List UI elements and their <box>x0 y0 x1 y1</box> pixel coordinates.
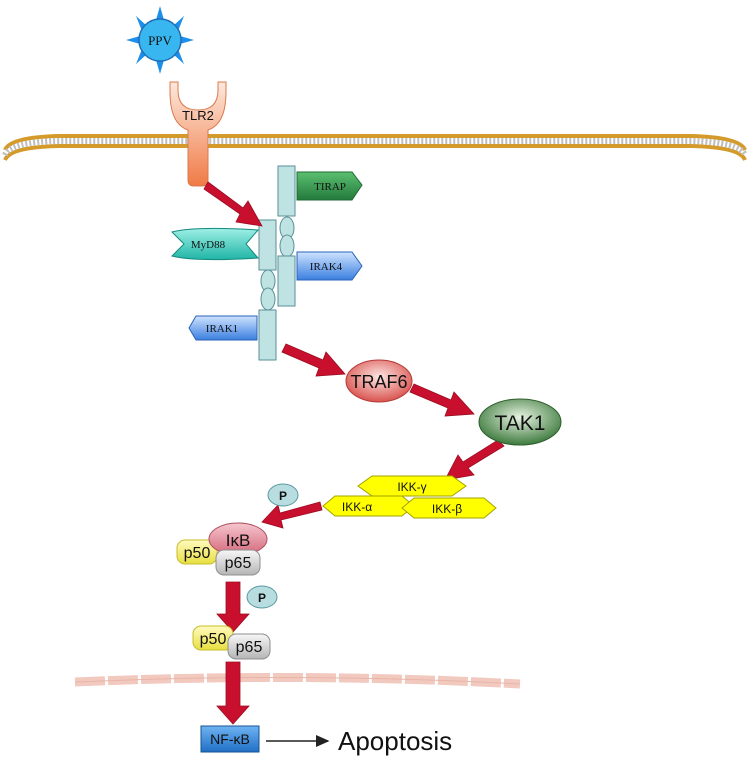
apoptosis-label: Apoptosis <box>338 726 452 756</box>
ikk-gamma-label: IKK-γ <box>397 480 426 494</box>
traf6-label: TRAF6 <box>350 372 407 392</box>
tirap-protein: TIRAP <box>296 171 363 201</box>
tlr2-label: TLR2 <box>182 108 214 123</box>
nuclear-membrane <box>74 672 521 689</box>
arrow-ikk-to-ikb <box>261 501 323 529</box>
irak4-label: IRAK4 <box>310 261 343 273</box>
myd88-label: MyD88 <box>191 239 226 251</box>
tak1-node: TAK1 <box>478 398 562 446</box>
arrow-tlr2-to-myd88 <box>203 181 263 227</box>
ppv-label: PPV <box>148 33 172 48</box>
irak1-protein: IRAK1 <box>188 315 258 341</box>
phospho-group-1: P <box>267 483 299 507</box>
ikk-alpha-shape <box>322 495 415 517</box>
p50-cytosol-label: p50 <box>184 545 211 562</box>
ikk-alpha-label: IKK-α <box>342 500 372 514</box>
arrow-ikb-to-p50p65 <box>216 581 250 633</box>
arrow-irak1-to-traf6 <box>281 343 346 377</box>
arrow-p50p65-to-nfkb <box>216 661 250 725</box>
tak1-label: TAK1 <box>495 412 546 435</box>
p50-p65-dimer: p50 p65 <box>192 625 271 660</box>
pathway-arrows <box>203 181 505 725</box>
nfkb-label: NF-κB <box>210 731 250 747</box>
irak1-label: IRAK1 <box>206 323 238 335</box>
ikk-gamma-shape <box>357 475 467 497</box>
tlr2-receptor: TLR2 <box>169 81 227 187</box>
arrow-tak1-to-ikk <box>444 439 505 481</box>
p65-nuclear-label: p65 <box>236 639 263 656</box>
ikk-beta-label: IKK-β <box>432 502 462 516</box>
nfkb-box: NF-κB <box>200 725 260 753</box>
phospho-group-2: P <box>246 585 278 609</box>
arrow-traf6-to-tak1 <box>409 383 475 417</box>
p65-cytosol-label: p65 <box>225 555 252 572</box>
ikb-p50-p65-complex: p50 IκB p65 <box>176 522 268 576</box>
phospho-1-label: P <box>279 489 287 503</box>
myd88-protein: MyD88 <box>171 227 260 261</box>
irak4-protein: IRAK4 <box>296 251 363 281</box>
p50-nuclear-label: p50 <box>200 631 227 648</box>
tirap-label: TIRAP <box>314 181 346 193</box>
adapter-scaffold <box>258 165 296 361</box>
ikk-complex: IKK-γ IKK-α IKK-β <box>322 475 497 519</box>
ikk-beta-shape <box>401 497 497 519</box>
ppv-virus: PPV <box>126 6 194 74</box>
phospho-2-label: P <box>258 591 266 605</box>
ikb-label: IκB <box>226 531 251 550</box>
traf6-node: TRAF6 <box>345 359 413 403</box>
cell-membrane <box>2 134 748 162</box>
